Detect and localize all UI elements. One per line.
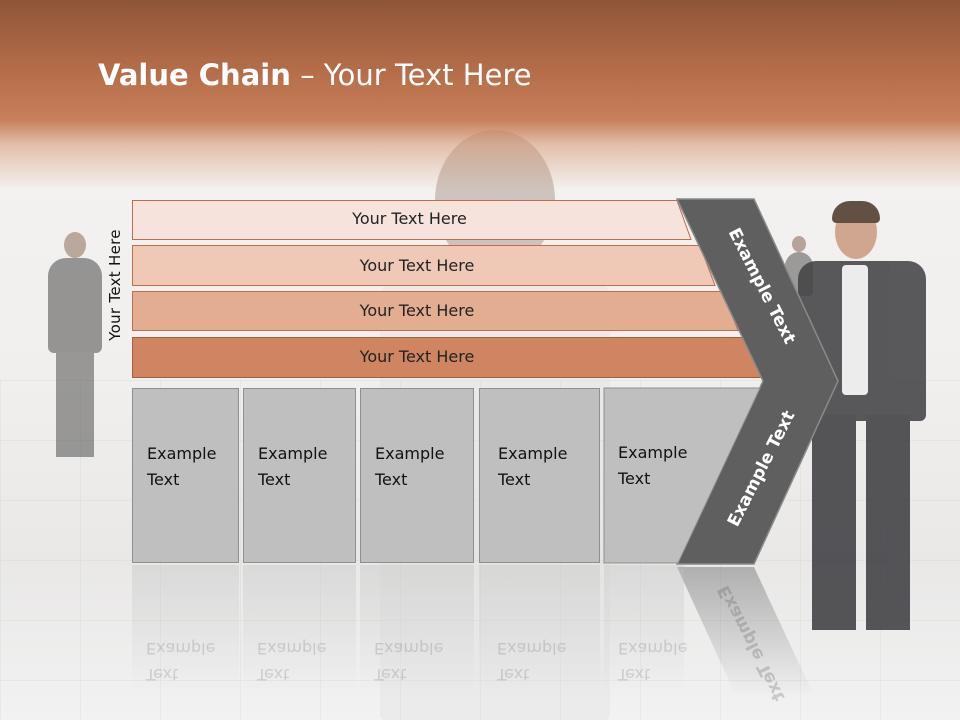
header-band [0, 0, 960, 190]
box-3-text: Example Text [375, 441, 465, 493]
bar-1-shape [132, 200, 692, 240]
box-2-line2: Text [258, 470, 291, 489]
box-5-line1: Example [618, 443, 688, 462]
box-1-reflection-line1: Example [146, 639, 216, 658]
box-3-line2: Text [375, 470, 408, 489]
box-1-text: Example Text [147, 441, 237, 493]
box-4-text: Example Text [498, 441, 588, 493]
example-box-2[interactable]: Example Text [243, 388, 356, 563]
box-1-reflection: Text Example [132, 565, 239, 695]
box-5-line2: Text [618, 469, 651, 488]
bar-3-shape [132, 291, 739, 331]
bar-2[interactable]: Your Text Here [132, 245, 722, 286]
title-rest: – Your Text Here [290, 58, 532, 92]
box-1-reflection-line2: Text [146, 665, 179, 684]
box-3-reflection-line2: Text [374, 665, 407, 684]
box-4-reflection: Text Example [479, 565, 600, 695]
box-5-reflection-line1: Example [618, 639, 688, 658]
box-2-reflection-line1: Example [257, 639, 327, 658]
box-4-line1: Example [498, 444, 568, 463]
example-box-5[interactable]: Example Text [604, 388, 704, 563]
box-2-reflection: Text Example [243, 565, 356, 695]
box-3-reflection-text: Text Example [374, 635, 464, 687]
example-box-1[interactable]: Example Text [132, 388, 239, 563]
box-4-reflection-line1: Example [497, 639, 567, 658]
bar-3[interactable]: Your Text Here [132, 291, 742, 331]
side-label: Your Text Here [105, 215, 125, 355]
bar-1[interactable]: Your Text Here [132, 200, 702, 240]
box-1-reflection-text: Text Example [146, 635, 236, 687]
background-person-left [40, 232, 110, 462]
box-5-reflection-text: Text Example [618, 635, 708, 687]
box-5-reflection: Text Example [604, 565, 687, 695]
slide-title: Value Chain – Your Text Here [98, 55, 532, 95]
box-2-text: Example Text [258, 441, 348, 493]
example-box-3[interactable]: Example Text [360, 388, 474, 563]
bar-3-label: Your Text Here [359, 301, 475, 320]
bar-2-label: Your Text Here [359, 256, 475, 275]
bar-1-label: Your Text Here [352, 209, 467, 228]
box-5-text: Example Text [618, 440, 687, 492]
box-3-line1: Example [375, 444, 445, 463]
chevron-reflection [677, 567, 814, 696]
side-label-text: Your Text Here [106, 229, 124, 341]
bar-2-shape [132, 245, 716, 286]
box-4-reflection-line2: Text [497, 665, 530, 684]
box-1-line1: Example [147, 444, 217, 463]
box-2-reflection-line2: Text [257, 665, 290, 684]
box-1-line2: Text [147, 470, 180, 489]
box-2-line1: Example [258, 444, 328, 463]
background-person-far-right [785, 236, 813, 296]
box-3-reflection-line1: Example [374, 639, 444, 658]
box-2-reflection-text: Text Example [257, 635, 347, 687]
example-box-5-shape [603, 387, 761, 564]
chevron-arrow[interactable] [676, 198, 842, 566]
bar-4-label: Your Text Here [359, 347, 475, 366]
box-4-reflection-text: Text Example [497, 635, 587, 687]
bar-4[interactable]: Your Text Here [132, 337, 764, 378]
box-4-line2: Text [498, 470, 531, 489]
box-3-reflection: Text Example [360, 565, 474, 695]
example-box-4[interactable]: Example Text [479, 388, 600, 563]
title-bold: Value Chain [98, 58, 291, 92]
box-5-reflection-line2: Text [618, 665, 651, 684]
